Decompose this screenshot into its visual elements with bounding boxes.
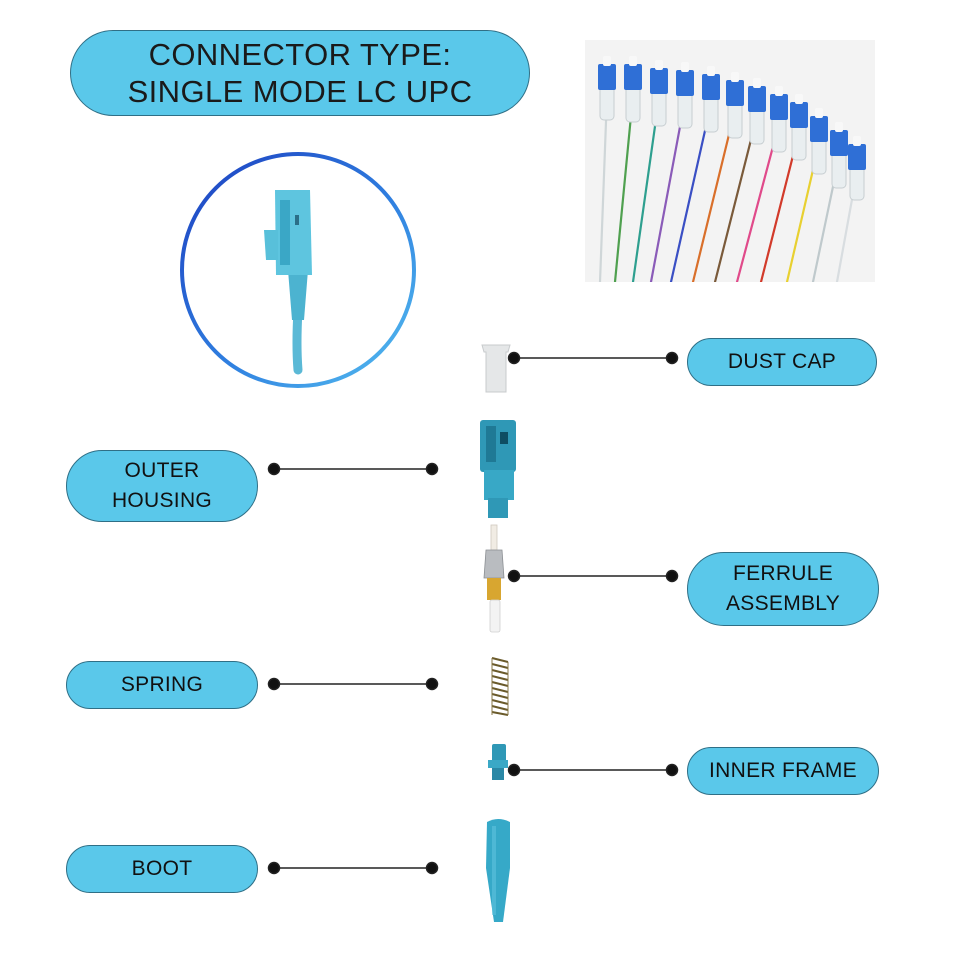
outer-housing-part [480,420,516,518]
dust-cap-part [481,344,511,393]
outer-housing-text-1: OUTER [124,458,200,482]
title-line-1: CONNECTOR TYPE: [148,36,452,72]
connector-closeup [180,152,420,388]
outer-housing-text-2: HOUSING [111,489,213,512]
ferrule-text-2: ASSEMBLY [725,592,841,615]
pigtail-fan-photo [585,40,875,284]
boot-part [486,819,510,922]
inner-frame-label: INNER FRAME [687,747,879,795]
boot-label: BOOT [66,845,258,893]
title-line-2: SINGLE MODE LC UPC [127,74,473,109]
boot-text: BOOT [131,856,193,880]
spring-label: SPRING [66,661,258,709]
spring-text: SPRING [120,672,204,696]
ferrule-text-1: FERRULE [732,561,834,585]
outer-housing-label: OUTER HOUSING [66,450,258,522]
title-banner: CONNECTOR TYPE: SINGLE MODE LC UPC [70,30,530,116]
dust-cap-text: DUST CAP [727,349,837,373]
inner-frame-text: INNER FRAME [709,758,857,782]
ferrule-assembly-label: FERRULE ASSEMBLY [687,552,879,626]
spring-part [491,657,509,716]
inner-frame-part [488,744,508,780]
dust-cap-label: DUST CAP [687,338,877,386]
ferrule-assembly-part [483,524,505,633]
